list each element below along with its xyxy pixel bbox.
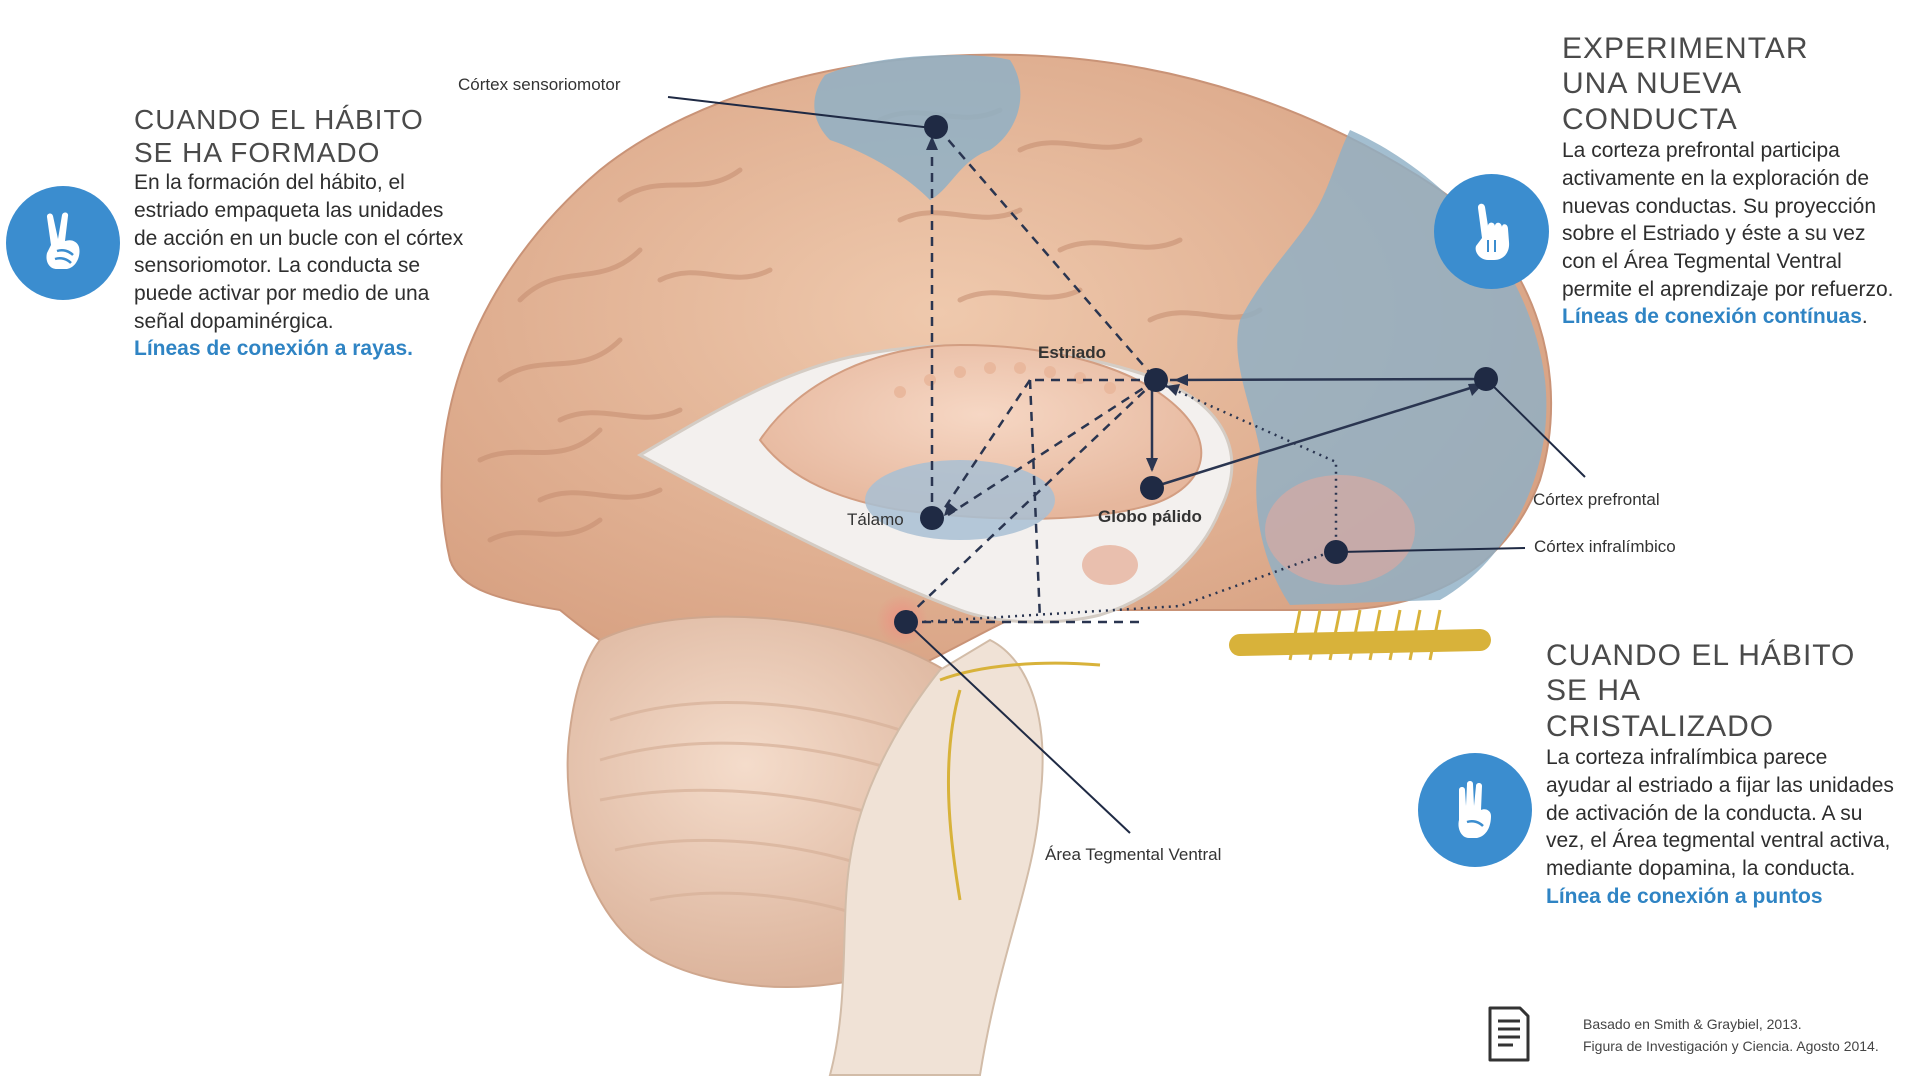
two-fingers-hand-icon	[6, 186, 120, 300]
right-bottom-title-line3: CRISTALIZADO	[1546, 709, 1775, 743]
credit-line2: Figura de Investigación y Ciencia. Agost…	[1583, 1038, 1879, 1055]
right-bottom-title: CUANDO EL HÁBITO SE HA CRISTALIZADO	[1546, 638, 1896, 744]
node-sensoriomotor	[924, 115, 948, 139]
label-area-tegmental-ventral: Área Tegmental Ventral	[1045, 845, 1222, 864]
right-bottom-body-text: La corteza infralímbica parece ayudar al…	[1546, 746, 1894, 881]
sensoriomotor-region	[814, 55, 1021, 200]
node-talamo	[920, 506, 944, 530]
node-infralimbico	[1324, 540, 1348, 564]
pointing-hand-icon	[1434, 174, 1549, 289]
node-prefrontal	[1474, 367, 1498, 391]
three-fingers-hand-icon	[1418, 753, 1532, 867]
thalamus-shape	[865, 460, 1055, 540]
left-title-line1: CUANDO EL HÁBITO	[134, 104, 424, 135]
solid-connections	[1149, 377, 1487, 490]
olfactory-tract	[1229, 629, 1491, 656]
nodes	[894, 115, 1498, 634]
right-top-title-line2: UNA NUEVA	[1562, 67, 1743, 101]
dashed-connections	[905, 127, 1157, 624]
infralimbic-glow	[1265, 475, 1415, 585]
right-bottom-title-line1: CUANDO EL HÁBITO	[1546, 639, 1856, 672]
document-icon	[1487, 1005, 1531, 1068]
credit-text: Basado en Smith & Graybiel, 2013. Figura…	[1583, 1013, 1879, 1058]
right-bottom-highlight: Línea de conexión a puntos	[1546, 884, 1823, 908]
label-cortex-infralimbico: Córtex infralímbico	[1534, 537, 1676, 556]
label-globo-palido: Globo pálido	[1098, 507, 1202, 526]
left-panel-body: En la formación del hábito, el estriado …	[134, 169, 464, 363]
label-cortex-sensoriomotor: Córtex sensoriomotor	[458, 75, 621, 94]
right-bottom-body: La corteza infralímbica parece ayudar al…	[1546, 744, 1896, 910]
label-talamo: Tálamo	[847, 510, 904, 529]
node-vta	[894, 610, 918, 634]
leader-lines	[667, 96, 1586, 834]
right-top-title: EXPERIMENTAR UNA NUEVA CONDUCTA	[1562, 31, 1902, 137]
right-top-body: La corteza prefrontal participa activame…	[1562, 137, 1902, 331]
left-panel-title: CUANDO EL HÁBITO SE HA FORMADO	[134, 103, 464, 169]
gyri-texture	[477, 107, 1263, 543]
right-bottom-panel: CUANDO EL HÁBITO SE HA CRISTALIZADO La c…	[1546, 638, 1896, 910]
right-top-suffix: .	[1861, 305, 1868, 329]
credit-line1: Basado en Smith & Graybiel, 2013.	[1583, 1016, 1802, 1032]
label-estriado: Estriado	[1038, 343, 1107, 362]
right-top-title-line1: EXPERIMENTAR	[1562, 32, 1809, 65]
node-estriado	[1144, 368, 1168, 392]
right-top-title-line3: CONDUCTA	[1562, 102, 1738, 136]
left-body-text: En la formación del hábito, el estriado …	[134, 171, 464, 333]
right-top-body-text: La corteza prefrontal participa activame…	[1562, 139, 1894, 301]
small-nucleus	[1082, 545, 1138, 585]
label-cortex-prefrontal: Córtex prefrontal	[1533, 490, 1660, 509]
right-bottom-title-line2: SE HA	[1546, 674, 1642, 708]
left-panel: CUANDO EL HÁBITO SE HA FORMADO En la for…	[134, 103, 464, 363]
left-highlight: Líneas de conexión a rayas.	[134, 337, 413, 361]
right-top-panel: EXPERIMENTAR UNA NUEVA CONDUCTA La corte…	[1562, 31, 1902, 331]
node-globo-palido	[1140, 476, 1164, 500]
right-top-highlight: Líneas de conexión contínuas	[1562, 305, 1862, 329]
left-title-line2: SE HA FORMADO	[134, 137, 381, 169]
